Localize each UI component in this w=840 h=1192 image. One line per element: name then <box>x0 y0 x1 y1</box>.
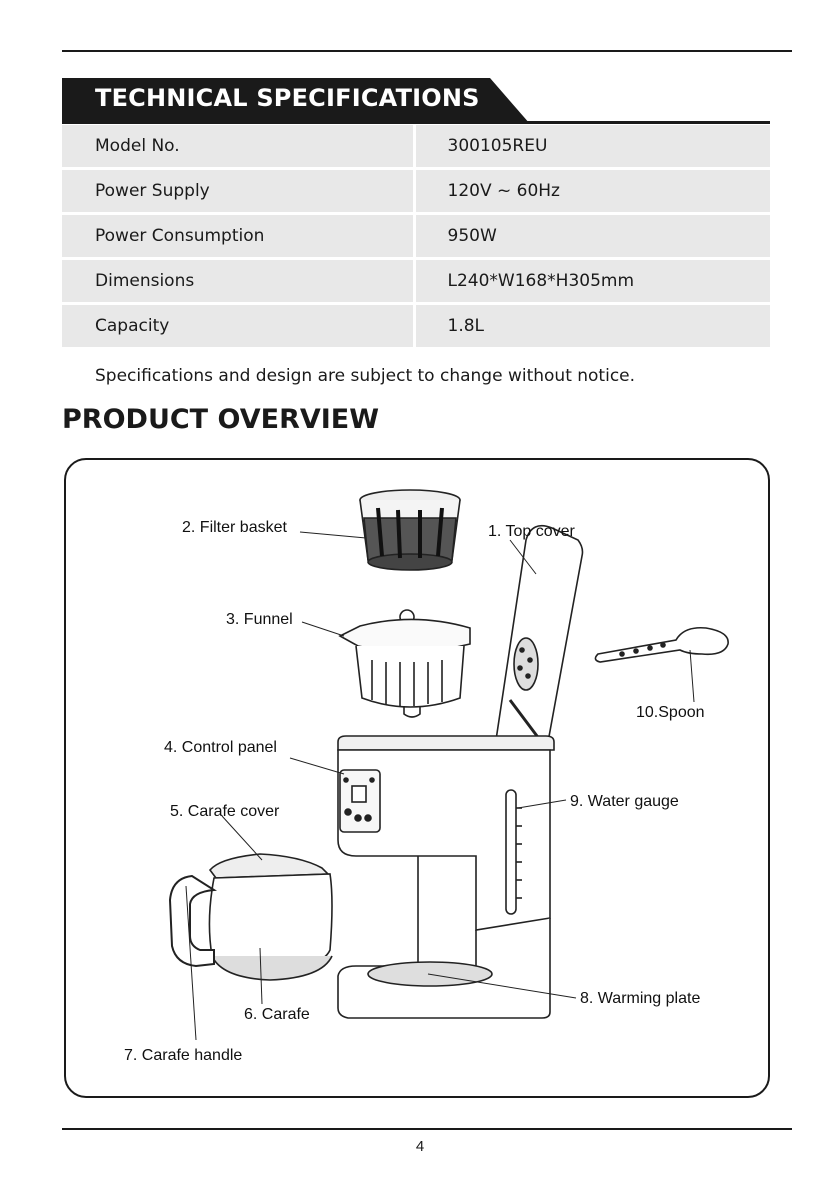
spec-label: Model No. <box>62 125 414 170</box>
label-carafe-handle: 7. Carafe handle <box>124 1047 242 1064</box>
spec-header-banner <box>62 78 770 124</box>
spec-label: Power Consumption <box>62 213 414 260</box>
funnel-illustration <box>338 609 471 718</box>
spec-value: 950W <box>412 213 770 260</box>
label-top-cover: 1. Top cover <box>488 523 576 540</box>
label-control-panel: 4. Control panel <box>164 739 277 756</box>
table-row: Power Consumption 950W <box>62 213 770 260</box>
label-carafe: 6. Carafe <box>244 1006 310 1023</box>
label-filter-basket: 2. Filter basket <box>182 519 287 536</box>
spec-disclaimer: Specifications and design are subject to… <box>95 366 636 386</box>
spec-value: 120V ~ 60Hz <box>412 168 770 215</box>
table-row: Dimensions L240*W168*H305mm <box>62 258 770 305</box>
spec-value: 1.8L <box>412 303 770 350</box>
table-row: Model No. 300105REU <box>62 125 770 170</box>
spec-value: L240*W168*H305mm <box>412 258 770 305</box>
coffee-maker-body-illustration <box>337 735 555 1019</box>
spec-table: Model No. 300105REU Power Supply 120V ~ … <box>62 125 770 350</box>
label-water-gauge: 9. Water gauge <box>570 793 679 810</box>
spec-section-header: TECHNICAL SPECIFICATIONS <box>62 78 770 124</box>
top-rule <box>62 50 792 52</box>
overview-title: PRODUCT OVERVIEW <box>62 404 380 435</box>
filter-basket-illustration <box>359 489 461 571</box>
label-warming-plate: 8. Warming plate <box>580 990 700 1007</box>
page-number: 4 <box>415 1138 425 1155</box>
spec-label: Power Supply <box>62 168 414 215</box>
top-cover-illustration <box>495 524 584 743</box>
table-row: Capacity 1.8L <box>62 303 770 350</box>
label-funnel: 3. Funnel <box>226 611 293 628</box>
bottom-rule <box>62 1128 792 1130</box>
carafe-illustration <box>168 853 333 981</box>
label-carafe-cover: 5. Carafe cover <box>170 803 280 820</box>
table-row: Power Supply 120V ~ 60Hz <box>62 168 770 215</box>
spec-label: Capacity <box>62 303 414 350</box>
spec-section-title: TECHNICAL SPECIFICATIONS <box>95 84 480 112</box>
diagram-frame <box>64 458 770 1098</box>
label-spoon: 10.Spoon <box>636 704 705 721</box>
spec-label: Dimensions <box>62 258 414 305</box>
spoon-illustration <box>594 626 729 663</box>
spec-value: 300105REU <box>412 125 770 170</box>
